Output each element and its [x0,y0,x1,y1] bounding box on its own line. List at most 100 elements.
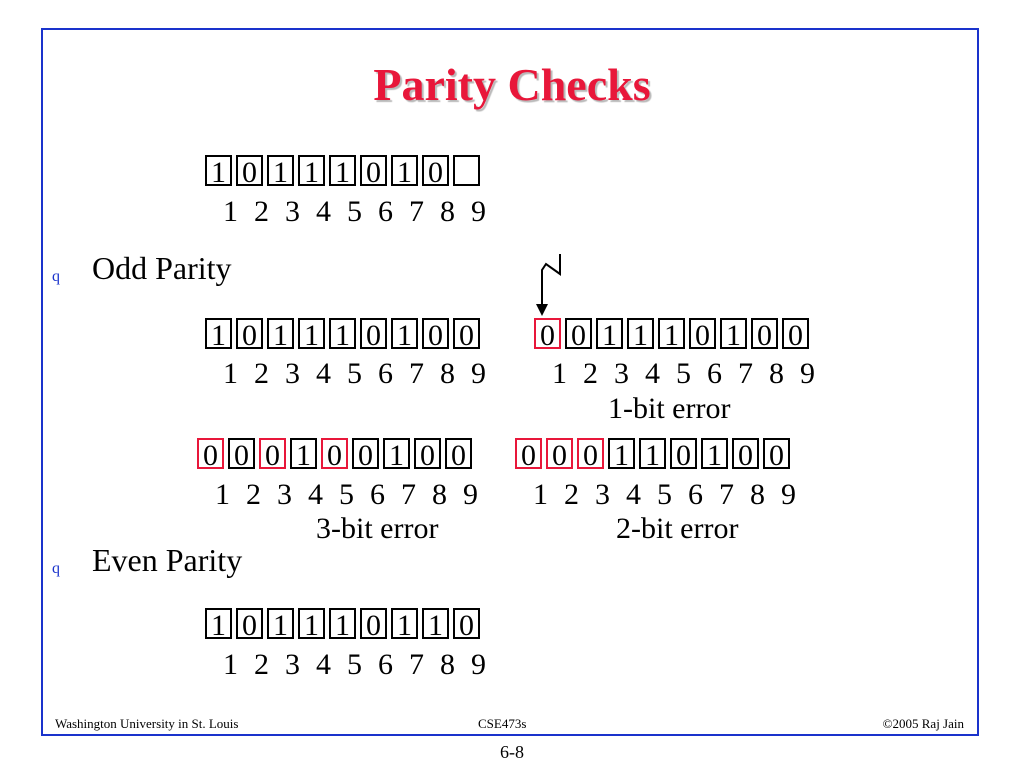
bit-box: 1 [329,155,356,186]
bit-position-label: 4 [316,195,331,228]
bit-box: 1 [298,608,325,639]
bit-box: 0 [453,318,480,349]
bit-position-label: 9 [471,357,486,390]
bit-position-label: 5 [676,357,691,390]
bit-box: 0 [534,318,561,349]
bit-box: 0 [197,438,224,469]
bit-position-label: 7 [401,478,416,511]
footer-center: CSE473s [478,716,527,731]
bit-box: 0 [414,438,441,469]
bit-position-label: 3 [277,478,292,511]
bit-box: 1 [205,155,232,186]
bit-box: 1 [267,608,294,639]
error-arrow-icon [536,254,561,316]
bit-box: 0 [515,438,542,469]
bit-position-label: 1 [533,478,548,511]
bit-position-label: 3 [285,195,300,228]
bit-box: 0 [422,318,449,349]
bit-box: 1 [329,608,356,639]
bit-box: 0 [360,318,387,349]
bit-box: 0 [670,438,697,469]
bit-position-label: 1 [552,357,567,390]
bit-position-label: 2 [583,357,598,390]
bit-box: 1 [639,438,666,469]
bit-box [453,155,480,186]
bit-position-label: 6 [378,357,393,390]
bit-box: 1 [298,318,325,349]
bit-position-label: 7 [738,357,753,390]
bit-box: 1 [298,155,325,186]
bit-box: 0 [321,438,348,469]
bit-position-label: 6 [688,478,703,511]
bit-position-label: 5 [347,357,362,390]
bit-position-label: 7 [409,357,424,390]
bit-position-label: 1 [223,648,238,681]
bit-position-label: 9 [800,357,815,390]
bit-box: 0 [565,318,592,349]
bit-box: 0 [577,438,604,469]
bit-box: 0 [546,438,573,469]
three-bit-error-label: 3-bit error [316,512,439,545]
footer-right: ©2005 Raj Jain [882,716,964,731]
bit-position-label: 7 [409,648,424,681]
bit-position-label: 5 [347,648,362,681]
bullet-icon: q [52,268,60,285]
slide-frame [41,28,979,736]
bit-box: 0 [453,608,480,639]
bit-position-label: 9 [463,478,478,511]
bit-box: 0 [689,318,716,349]
bit-position-label: 4 [645,357,660,390]
bit-position-label: 2 [246,478,261,511]
bit-box: 1 [205,608,232,639]
bit-position-label: 2 [254,648,269,681]
bit-position-label: 9 [471,195,486,228]
bit-box: 1 [391,318,418,349]
bit-box: 0 [763,438,790,469]
bit-box: 0 [259,438,286,469]
bit-position-label: 3 [595,478,610,511]
bit-position-label: 1 [215,478,230,511]
bit-box: 1 [596,318,623,349]
bit-position-label: 3 [614,357,629,390]
bit-position-label: 6 [370,478,385,511]
bit-box: 0 [422,155,449,186]
bit-position-label: 5 [657,478,672,511]
bit-box: 0 [782,318,809,349]
bit-position-label: 9 [781,478,796,511]
bit-box: 1 [627,318,654,349]
bit-position-label: 1 [223,357,238,390]
bit-position-label: 4 [626,478,641,511]
bit-position-label: 6 [378,648,393,681]
bit-position-label: 3 [285,648,300,681]
odd-parity-label: Odd Parity [92,250,232,286]
bit-box: 0 [236,155,263,186]
bit-box: 0 [352,438,379,469]
bit-box: 1 [383,438,410,469]
bit-position-label: 4 [316,357,331,390]
bit-position-label: 5 [339,478,354,511]
bit-box: 1 [329,318,356,349]
one-bit-error-label: 1-bit error [608,392,731,425]
bit-box: 1 [391,608,418,639]
bit-box: 0 [236,608,263,639]
page-number: 6-8 [500,742,524,762]
bullet-icon: q [52,560,60,577]
bit-position-label: 2 [254,195,269,228]
bit-position-label: 4 [308,478,323,511]
bit-box: 1 [422,608,449,639]
bit-position-label: 7 [719,478,734,511]
bit-position-label: 1 [223,195,238,228]
two-bit-error-label: 2-bit error [616,512,739,545]
bit-box: 1 [608,438,635,469]
bit-position-label: 7 [409,195,424,228]
bit-position-label: 6 [378,195,393,228]
